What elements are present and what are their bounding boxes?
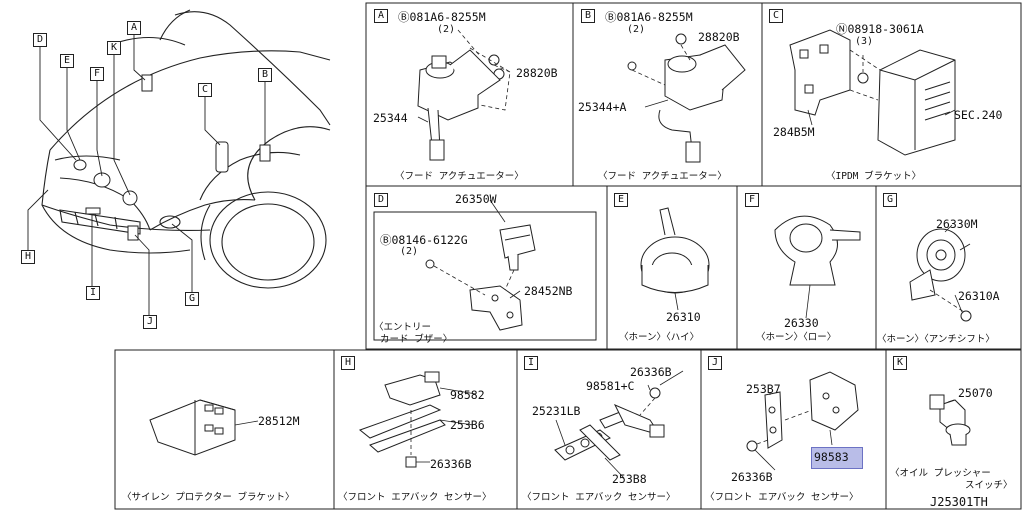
part-label: 25070 <box>958 386 993 400</box>
panel-caption: 〈IPDM ブラケット〉 <box>826 171 922 182</box>
callout-j[interactable]: J <box>143 315 157 329</box>
panel-caption: 〈ホーン〉〈ロー〉 <box>756 332 837 343</box>
part-label: SEC.240 <box>954 108 1003 122</box>
callout-i[interactable]: I <box>86 286 100 300</box>
callout-c[interactable]: C <box>198 83 212 97</box>
part-label: 253B8 <box>612 472 647 486</box>
panel-caption: 〈オイル プレッシャー <box>890 468 991 479</box>
part-label: 26350W <box>455 192 497 206</box>
panel-caption: 〈フード アクチュエーター〉 <box>598 171 727 182</box>
part-label: 26336B <box>430 457 472 471</box>
part-label: 98581+C <box>586 379 635 393</box>
part-label: 26330M <box>936 217 978 231</box>
part-label: 98582 <box>450 388 485 402</box>
callout-f[interactable]: F <box>90 67 104 81</box>
part-label: 26310 <box>666 310 701 324</box>
callout-e[interactable]: E <box>60 54 74 68</box>
bolt-label: Ⓑ081A6-8255M <box>398 10 486 24</box>
part-label: 28512M <box>258 414 300 428</box>
panel-caption: 〈エントリー <box>374 322 432 333</box>
bolt-label: Ⓑ08146-6122G <box>380 233 468 247</box>
panel-caption: 〈ホーン〉〈アンチシフト〉 <box>877 334 995 345</box>
panel-letter-c: C <box>769 9 783 23</box>
panel-caption: 〈サイレン プロテクター ブラケット〉 <box>122 492 295 503</box>
panel-caption: 〈フロント エアバック センサー〉 <box>338 492 492 503</box>
diagram-code: J25301TH <box>930 495 988 509</box>
car-overview <box>41 9 331 289</box>
part-label: 284B5M <box>773 125 815 139</box>
panel-caption: 〈ホーン〉〈ハイ〉 <box>619 332 700 343</box>
panel-letter-f: F <box>745 193 759 207</box>
callout-a[interactable]: A <box>127 21 141 35</box>
panel-caption: 〈フード アクチュエーター〉 <box>395 171 524 182</box>
part-label: 26330 <box>784 316 819 330</box>
nut-label: Ⓝ08918-3061A <box>836 22 924 36</box>
panel-letter-b: B <box>581 9 595 23</box>
part-label: 26310A <box>958 289 1000 303</box>
qty-label: (2) <box>400 246 419 257</box>
panel-letter-k: K <box>893 356 907 370</box>
callout-k[interactable]: K <box>107 41 121 55</box>
panel-letter-h: H <box>341 356 355 370</box>
part-label-highlighted[interactable]: 98583 <box>814 450 849 464</box>
panel-caption: 〈フロント エアバック センサー〉 <box>522 492 676 503</box>
callout-g[interactable]: G <box>185 292 199 306</box>
qty-label: (2) <box>437 24 456 35</box>
bolt-label: Ⓑ081A6-8255M <box>605 10 693 24</box>
part-label: 26336B <box>731 470 773 484</box>
qty-label: (3) <box>855 36 874 47</box>
panel-letter-d: D <box>374 193 388 207</box>
callout-h[interactable]: H <box>21 250 35 264</box>
part-label: 26336B <box>630 365 672 379</box>
panel-letter-a: A <box>374 9 388 23</box>
part-label: 28452NB <box>524 284 573 298</box>
panel-caption: 〈フロント エアバック センサー〉 <box>705 492 859 503</box>
part-label: 253B6 <box>450 418 485 432</box>
part-label: 25344+A <box>578 100 627 114</box>
panel-letter-e: E <box>614 193 628 207</box>
callout-b[interactable]: B <box>258 68 272 82</box>
highlighted-part[interactable] <box>811 447 863 469</box>
panel-caption: スイッチ〉 <box>965 480 1013 491</box>
part-label: 253B7 <box>746 382 781 396</box>
callout-d[interactable]: D <box>33 33 47 47</box>
panel-letter-g: G <box>883 193 897 207</box>
part-label: 28820B <box>516 66 558 80</box>
part-label: 28820B <box>698 30 740 44</box>
panel-letter-i: I <box>524 356 538 370</box>
panel-caption: カード ブザー〉 <box>380 334 453 345</box>
panel-letter-j: J <box>708 356 722 370</box>
part-label: 25231LB <box>532 404 581 418</box>
part-label: 25344 <box>373 111 408 125</box>
qty-label: (2) <box>627 24 646 35</box>
